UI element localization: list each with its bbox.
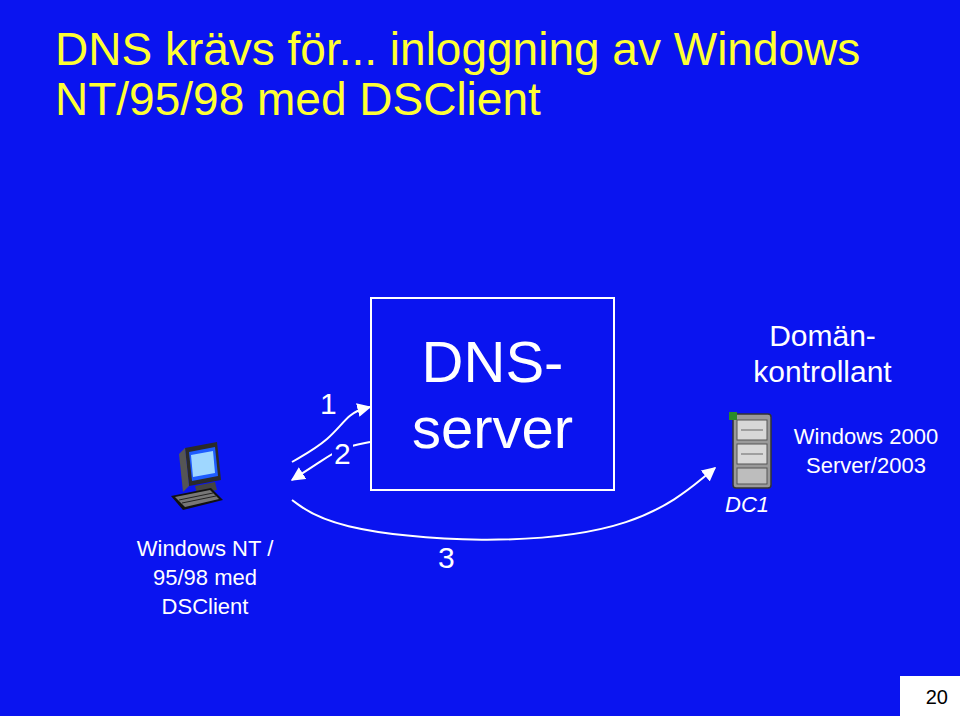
computer-label: Windows NT / 95/98 med DSClient	[118, 534, 292, 621]
step-number: 2	[332, 438, 353, 470]
step-number: 3	[436, 542, 457, 574]
step-number: 1	[318, 388, 339, 420]
signal-curve	[292, 468, 715, 540]
server-name: DC1	[725, 492, 795, 518]
client-computer: Windows NT / 95/98 med DSClient	[118, 440, 292, 621]
server-icon	[729, 412, 775, 494]
page-number: 20	[926, 686, 948, 709]
computer-icon	[118, 440, 292, 516]
slide-title: DNS krävs för... inloggning av Windows N…	[55, 24, 895, 124]
domain-controller: Domän- kontrollantWindows 2000 Server/20…	[715, 318, 955, 523]
server-name: DNS- server	[372, 329, 613, 461]
os-label: Windows 2000 Server/2003	[779, 422, 953, 480]
dns-server-box: DNS- server	[370, 297, 615, 491]
signal-curve	[292, 442, 370, 480]
controller-heading: Domän- kontrollant	[715, 318, 930, 390]
